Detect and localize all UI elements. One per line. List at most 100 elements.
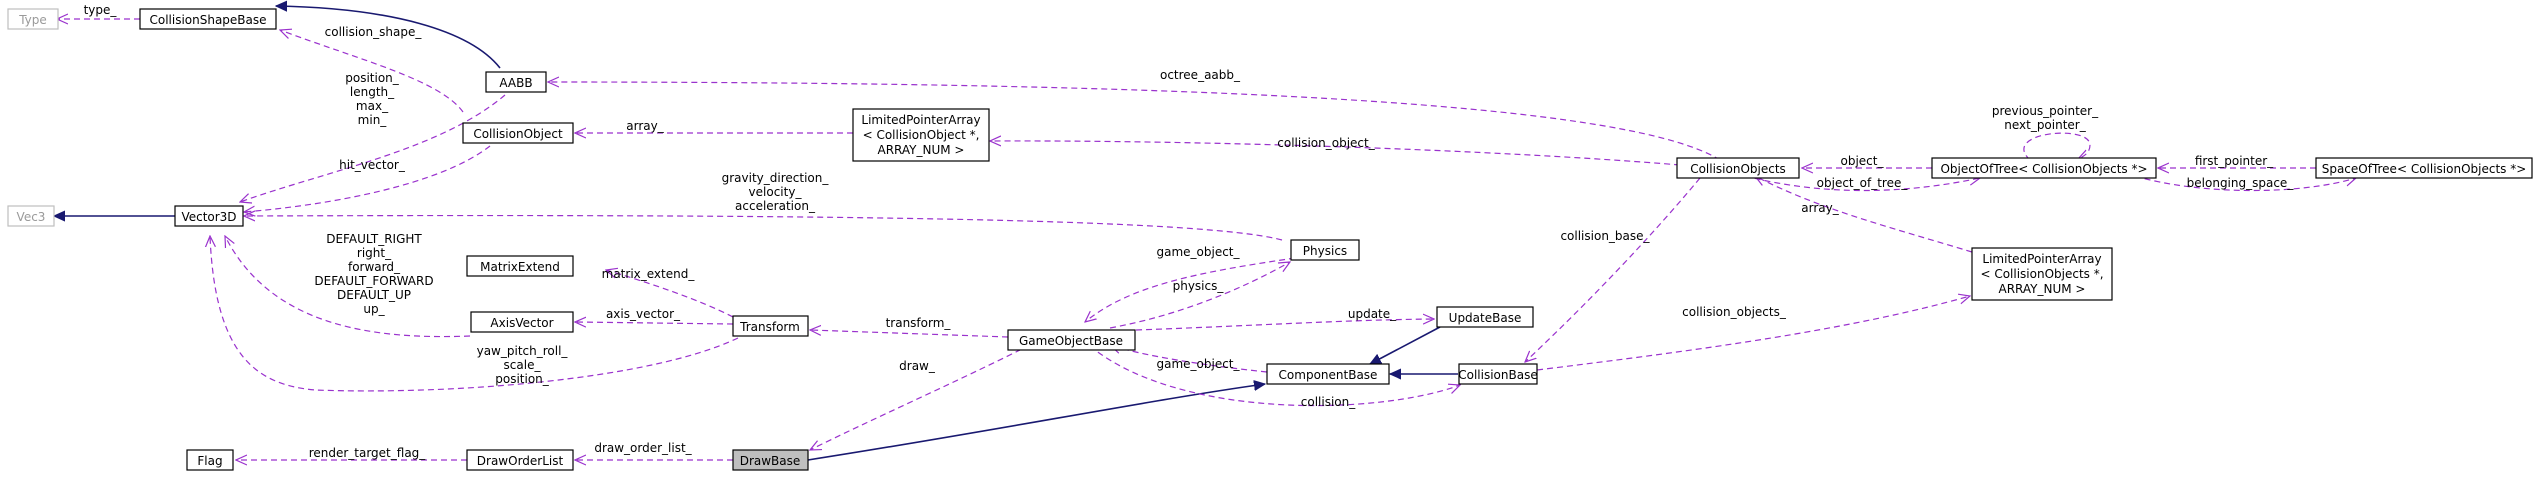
edge-updatebase-componentbase bbox=[1370, 326, 1441, 365]
label-collision-base: collision_base_ bbox=[1560, 229, 1650, 243]
label-velocity: velocity_ bbox=[749, 185, 803, 199]
label-transform: transform_ bbox=[886, 316, 952, 330]
node-collision-object-label: CollisionObject bbox=[473, 127, 563, 141]
label-next-pointer: next_pointer_ bbox=[2004, 118, 2087, 132]
edge-octree-aabb bbox=[548, 82, 1721, 161]
label-default-up: DEFAULT_UP bbox=[337, 288, 411, 302]
edge-hit-vector bbox=[244, 145, 491, 212]
node-component-base-label: ComponentBase bbox=[1279, 368, 1378, 382]
edge-transform-vectors bbox=[225, 236, 471, 338]
label-game-object-physics: game_object_ bbox=[1156, 245, 1240, 259]
label-array2: array_ bbox=[1801, 201, 1839, 215]
edge-collision-objects bbox=[1536, 296, 1970, 371]
node-physics[interactable]: Physics bbox=[1290, 239, 1360, 261]
node-draw-base-label: DrawBase bbox=[740, 454, 801, 468]
label-position: position_ bbox=[495, 372, 550, 386]
edge-draw bbox=[810, 344, 1031, 450]
edge-aabb-vector3d bbox=[240, 94, 506, 202]
node-lpa-obj-line1: LimitedPointerArray bbox=[861, 113, 980, 127]
edge-self-pointers bbox=[2023, 132, 2091, 161]
label-type: type_ bbox=[84, 3, 118, 17]
edge-drawbase-componentbase bbox=[807, 384, 1265, 461]
edge-matrix-extend bbox=[606, 270, 734, 318]
label-up: up_ bbox=[363, 302, 385, 316]
edge-labels: type_ collision_shape_ position_ length_… bbox=[84, 3, 2295, 460]
label-collision-objects: collision_objects_ bbox=[1682, 305, 1787, 319]
node-object-of-tree-label: ObjectOfTree< CollisionObjects *> bbox=[1940, 162, 2147, 176]
node-game-object-base[interactable]: GameObjectBase bbox=[1007, 329, 1136, 351]
label-game-object-component: game_object_ bbox=[1156, 357, 1240, 371]
node-vector3d[interactable]: Vector3D bbox=[174, 205, 244, 227]
node-space-of-tree[interactable]: SpaceOfTree< CollisionObjects *> bbox=[2315, 157, 2533, 179]
edge-transform-members bbox=[210, 236, 739, 392]
node-limited-array-collision-objects[interactable]: LimitedPointerArray < CollisionObjects *… bbox=[1971, 247, 2113, 301]
edge-collision-object bbox=[990, 141, 1681, 166]
node-collision-shape-base[interactable]: CollisionShapeBase bbox=[139, 8, 277, 30]
label-belonging-space: belonging_space_ bbox=[2187, 176, 2295, 190]
edge-update bbox=[1135, 319, 1434, 331]
node-collision-objects[interactable]: CollisionObjects bbox=[1676, 157, 1800, 179]
node-axis-vector[interactable]: AxisVector bbox=[470, 311, 574, 333]
label-aabb-max: max_ bbox=[356, 99, 389, 113]
label-draw-order-list: draw_order_list_ bbox=[594, 441, 692, 455]
label-default-forward: DEFAULT_FORWARD bbox=[314, 274, 433, 288]
node-draw-base[interactable]: DrawBase bbox=[732, 449, 809, 471]
node-update-base-label: UpdateBase bbox=[1449, 311, 1522, 325]
node-component-base[interactable]: ComponentBase bbox=[1266, 363, 1390, 385]
label-object: object_ bbox=[1841, 154, 1885, 168]
label-forward: forward_ bbox=[348, 260, 401, 274]
node-transform-label: Transform bbox=[739, 320, 800, 334]
label-gravity-direction: gravity_direction_ bbox=[722, 171, 830, 185]
node-lpa-objs-line1: LimitedPointerArray bbox=[1982, 252, 2101, 266]
edges bbox=[54, 6, 2356, 460]
label-collision-shape: collision_shape_ bbox=[325, 25, 423, 39]
label-hit-vector: hit_vector_ bbox=[339, 158, 406, 172]
node-transform[interactable]: Transform bbox=[732, 315, 809, 337]
edge-physics-vector3d bbox=[244, 216, 1283, 241]
edge-collision-shape bbox=[280, 30, 464, 113]
label-previous-pointer: previous_pointer_ bbox=[1992, 104, 2099, 118]
label-first-pointer: first_pointer_ bbox=[2195, 154, 2274, 168]
label-octree-aabb: octree_aabb_ bbox=[1160, 68, 1241, 82]
edge-collision-base bbox=[1525, 177, 1701, 362]
label-aabb-position: position_ bbox=[345, 71, 400, 85]
label-aabb-length: length_ bbox=[350, 85, 395, 99]
node-flag-label: Flag bbox=[197, 454, 222, 468]
node-lpa-objs-line2: < CollisionObjects *, bbox=[1980, 267, 2103, 281]
label-object-of-tree: object_of_tree_ bbox=[1817, 176, 1909, 190]
node-flag[interactable]: Flag bbox=[186, 449, 234, 471]
label-acceleration: acceleration_ bbox=[735, 199, 816, 213]
node-aabb[interactable]: AABB bbox=[485, 71, 547, 93]
label-draw: draw_ bbox=[899, 359, 936, 373]
edge-array2 bbox=[1755, 176, 1973, 253]
node-vec3-label: Vec3 bbox=[17, 210, 46, 224]
node-axis-vector-label: AxisVector bbox=[490, 316, 553, 330]
edge-game-object-component bbox=[1110, 345, 1268, 373]
node-draw-order-list[interactable]: DrawOrderList bbox=[466, 449, 574, 471]
node-type[interactable]: Type bbox=[7, 8, 59, 30]
node-matrix-extend[interactable]: MatrixExtend bbox=[466, 255, 574, 277]
node-object-of-tree[interactable]: ObjectOfTree< CollisionObjects *> bbox=[1931, 157, 2157, 179]
node-lpa-obj-line2: < CollisionObject *, bbox=[863, 128, 980, 142]
edge-transform bbox=[810, 330, 1009, 338]
label-update: update_ bbox=[1348, 307, 1397, 321]
node-aabb-label: AABB bbox=[499, 76, 532, 90]
label-render-target-flag: render_target_flag_ bbox=[309, 446, 427, 460]
node-collision-base-label: CollisionBase bbox=[1458, 368, 1537, 382]
node-limited-array-collision-object[interactable]: LimitedPointerArray < CollisionObject *,… bbox=[852, 108, 990, 162]
edge-collision bbox=[1089, 345, 1460, 407]
label-right: right_ bbox=[357, 246, 392, 260]
node-collision-base[interactable]: CollisionBase bbox=[1458, 363, 1538, 385]
node-update-base[interactable]: UpdateBase bbox=[1436, 306, 1534, 328]
label-axis-vector: axis_vector_ bbox=[606, 307, 681, 321]
label-physics: physics_ bbox=[1173, 279, 1225, 293]
node-physics-label: Physics bbox=[1303, 244, 1347, 258]
edge-belonging-space bbox=[2134, 175, 2356, 192]
node-vec3[interactable]: Vec3 bbox=[7, 205, 55, 227]
label-default-right: DEFAULT_RIGHT bbox=[326, 232, 422, 246]
edge-game-object-physics bbox=[1085, 257, 1296, 322]
node-collision-shape-base-label: CollisionShapeBase bbox=[149, 13, 266, 27]
node-lpa-obj-line3: ARRAY_NUM > bbox=[878, 143, 965, 157]
node-collision-object[interactable]: CollisionObject bbox=[462, 122, 574, 144]
